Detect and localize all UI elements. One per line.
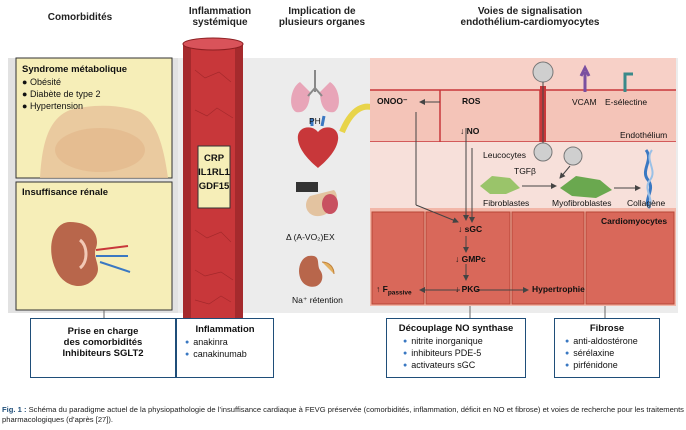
header-comorbidites: Comorbidités [47, 12, 113, 23]
fibrosis-item-0: anti-aldostérone [565, 336, 659, 348]
endothelium-label: Endothélium [620, 130, 668, 140]
metabolic-item-2: ● Hypertension [22, 101, 83, 111]
leucocytes-label: Leucocytes [483, 150, 526, 160]
diagram-illustration [8, 37, 678, 322]
marker-gdf15: GDF15 [198, 181, 230, 192]
kidney-label: Na⁺ rétention [292, 295, 343, 305]
no-synthase-treatment-title: Découplage NO synthase [398, 323, 514, 334]
header-inflammation: Inflammation systémique [188, 6, 252, 28]
comorbidity-treatment-title: Prise en charge des comorbidités Inhibit… [62, 326, 144, 359]
tgfb-label: TGFβ [514, 166, 536, 176]
metabolic-syndrome: Syndrome métabolique ● Obésité ● Diabète… [22, 64, 127, 112]
collagene-label: Collagène [627, 198, 666, 208]
heart-illustration [297, 115, 339, 168]
exercise-label: Δ (A-VO₂)EX [286, 232, 335, 242]
gmpc-label: ↓ GMPc [455, 254, 486, 264]
metabolic-item-0: ● Obésité [22, 77, 61, 87]
exercise-illustration [296, 182, 338, 217]
no-synthase-item-0: nitrite inorganique [403, 336, 525, 348]
cardiomyocytes-label: Cardiomyocytes [601, 216, 668, 226]
no-synthase-item-1: inhibiteurs PDE-5 [403, 348, 525, 360]
fibroblastes-label: Fibroblastes [483, 198, 530, 208]
fibrosis-item-2: pirfénidone [565, 360, 659, 372]
ros-label: ROS [462, 96, 481, 106]
inflammation-item-0: anakinra [185, 337, 273, 349]
header-voies: Voies de signalisation endothélium-cardi… [460, 6, 600, 28]
lung-label: PH [309, 116, 321, 126]
inflammation-item-1: canakinumab [185, 349, 273, 361]
markers-box [197, 145, 231, 209]
no-synthase-treatment-box: Découplage NO synthase nitrite inorganiq… [386, 318, 526, 378]
markers-list: CRP IL1RL1 GDF15 [198, 152, 230, 194]
fpassive-label: ↑ Fpassive [376, 284, 412, 297]
metabolic-title: Syndrome métabolique [22, 64, 128, 75]
comorbidity-treatment-box: Prise en charge des comorbidités Inhibit… [30, 318, 176, 378]
fibrosis-item-1: sérélaxine [565, 348, 659, 360]
sgc-label: ↓ sGC [458, 224, 483, 234]
pkg-label: ↓ PKG [455, 284, 481, 294]
onoo-label: ONOO⁻ [377, 96, 408, 106]
no-label: ↓ NO [460, 126, 480, 136]
myofibroblastes-label: Myofibroblastes [552, 198, 612, 208]
metabolic-item-1: ● Diabète de type 2 [22, 89, 101, 99]
figure-caption: Fig. 1 : Schéma du paradigme actuel de l… [2, 405, 684, 425]
caption-label: Fig. 1 : [2, 405, 27, 414]
no-synthase-item-2: activateurs sGC [403, 360, 525, 372]
lung-illustration [291, 70, 339, 113]
caption-text: Schéma du paradigme actuel de la physiop… [2, 405, 684, 424]
inflammation-treatment-title: Inflammation [195, 324, 255, 335]
fibrosis-treatment-title: Fibrose [589, 323, 625, 334]
inflammation-treatment-box: Inflammation anakinra canakinumab [176, 318, 274, 378]
vcam-label: VCAM [572, 97, 597, 107]
kidney-organ-illustration [299, 255, 335, 287]
marker-il1rl1: IL1RL1 [198, 167, 230, 178]
fibrosis-treatment-box: Fibrose anti-aldostérone sérélaxine pirf… [554, 318, 660, 378]
eselectine-label: E-sélectine [605, 97, 648, 107]
header-implication: Implication de plusieurs organes [278, 6, 366, 28]
marker-crp: CRP [203, 153, 225, 164]
hypertrophie-label: Hypertrophie [532, 284, 585, 294]
renal-title: Insuffisance rénale [22, 187, 109, 198]
